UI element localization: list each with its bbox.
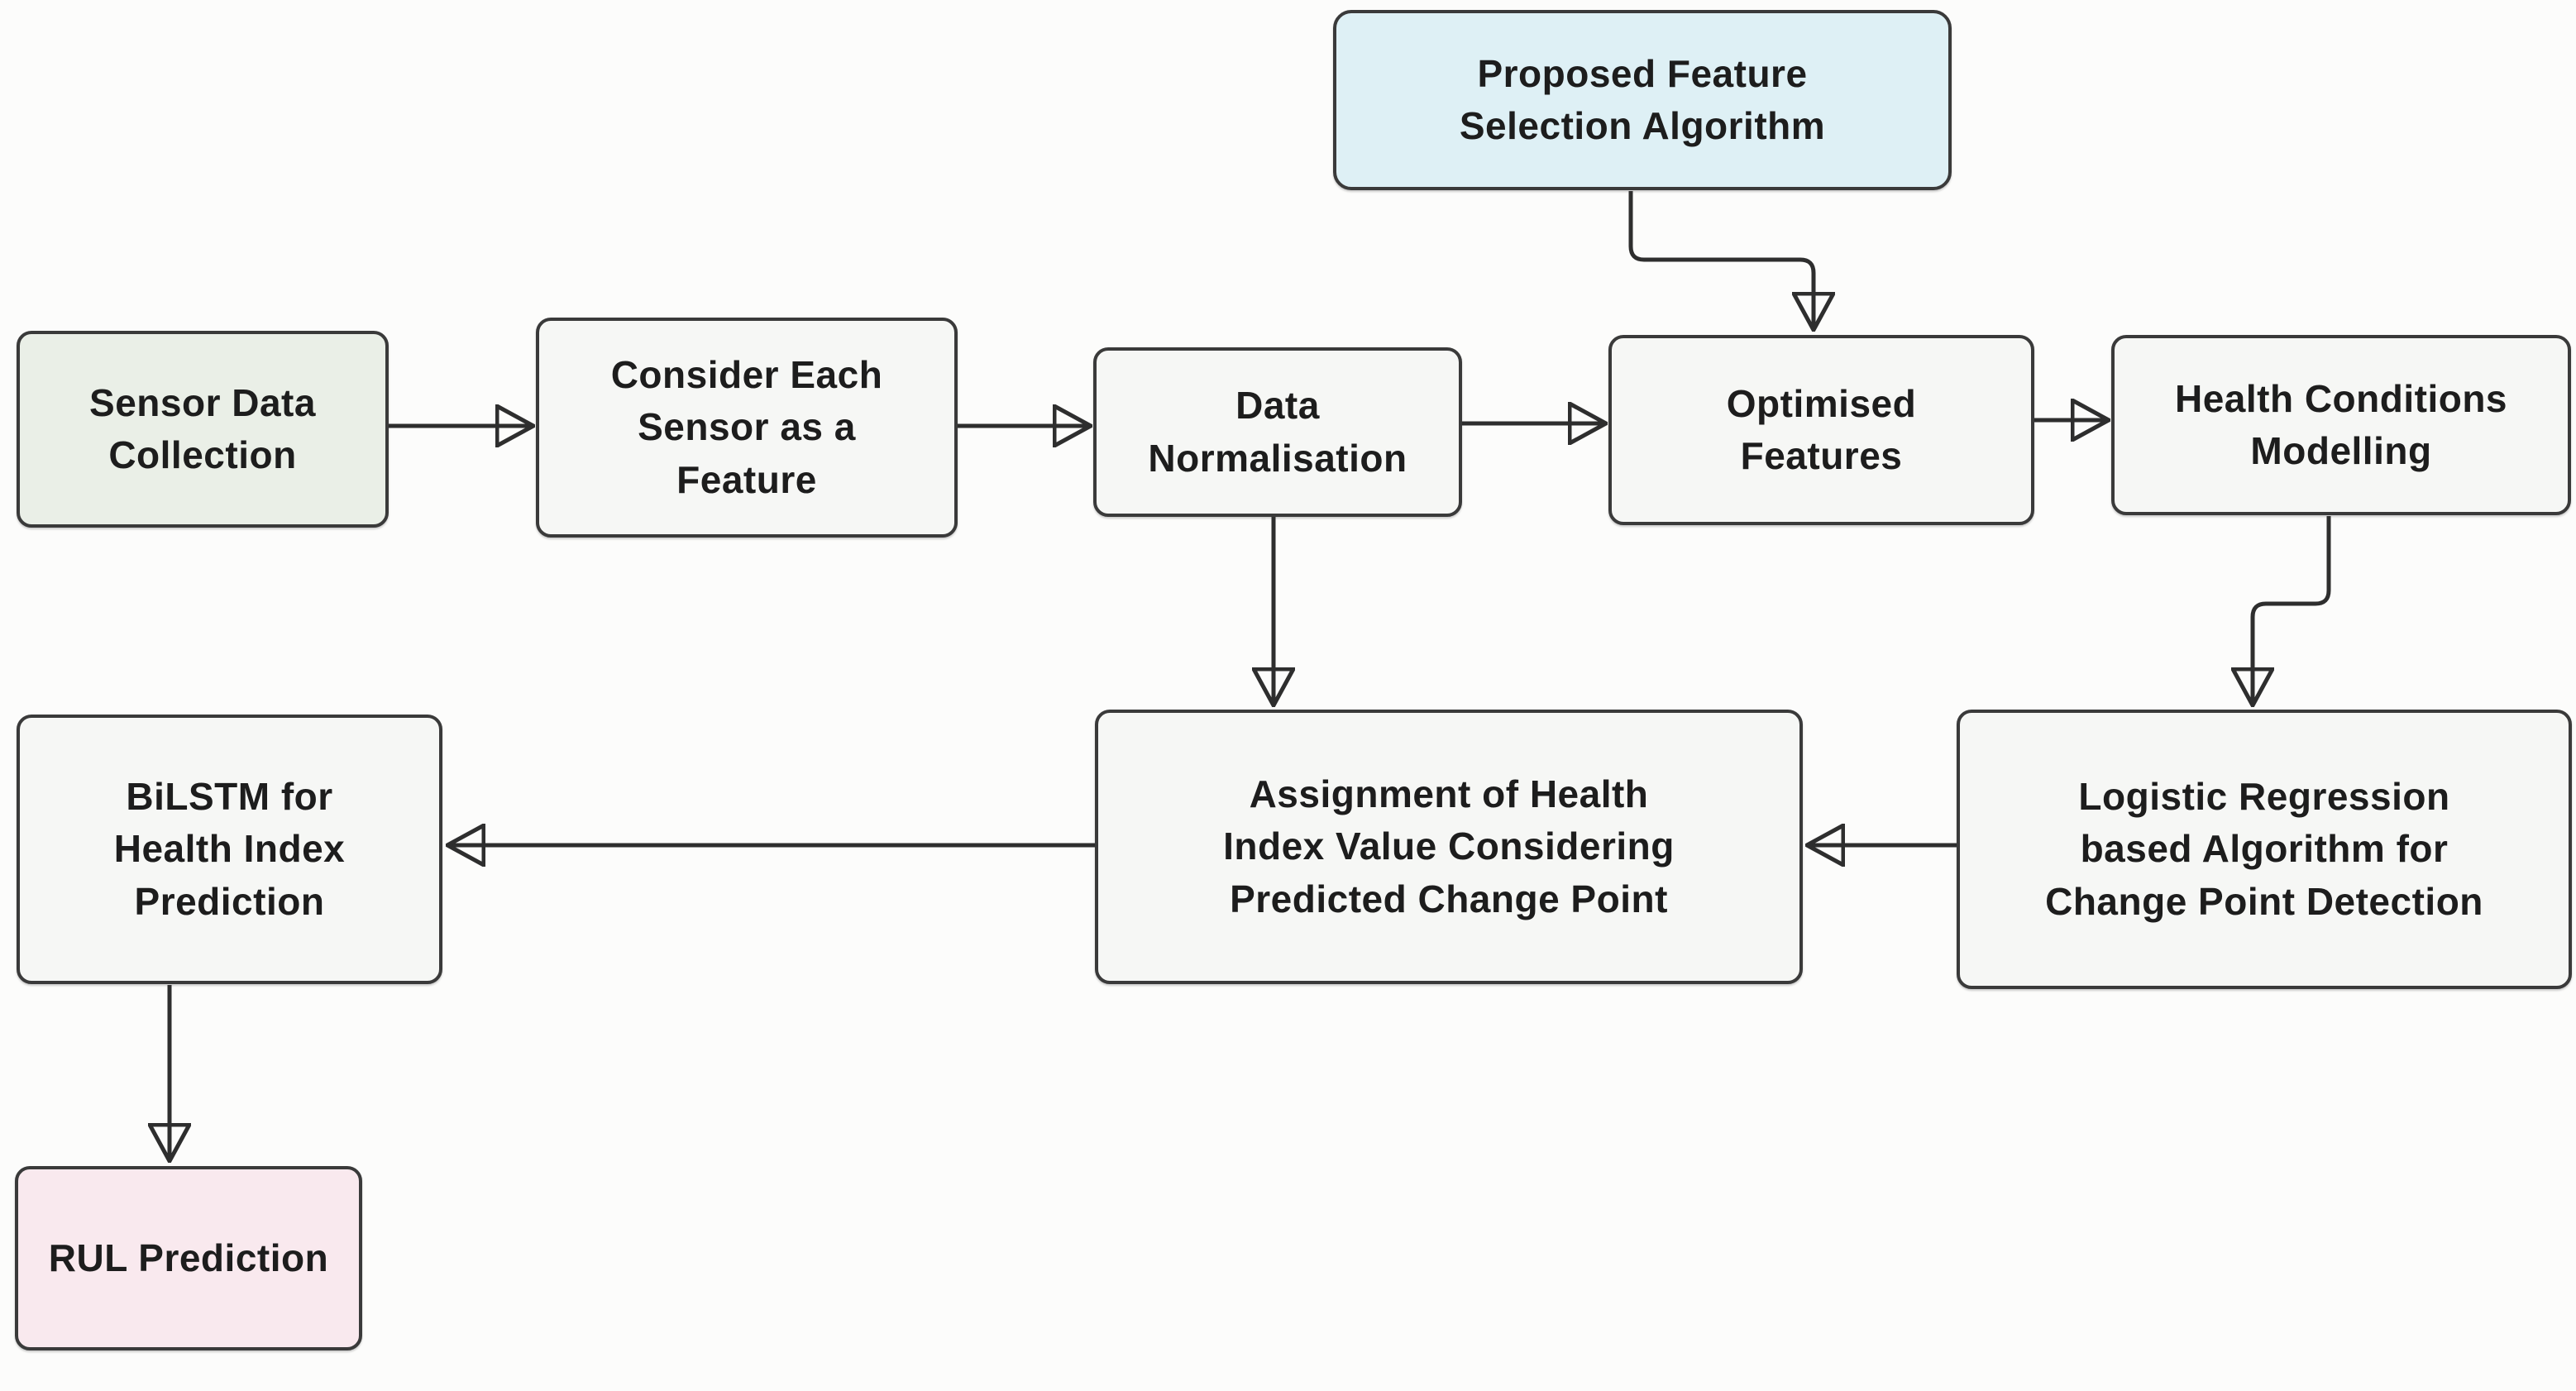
node-consider-each-sensor: Consider Each Sensor as a Feature: [536, 318, 958, 538]
node-rul-prediction: RUL Prediction: [15, 1166, 362, 1350]
arrow-proposed-to-optimised: [1628, 191, 1814, 329]
node-optimised-features: Optimised Features: [1608, 335, 2034, 525]
node-logistic-regression-change-point: Logistic Regression based Algorithm for …: [1957, 710, 2572, 989]
node-label: Proposed Feature Selection Algorithm: [1459, 51, 1826, 147]
node-health-conditions-modelling: Health Conditions Modelling: [2111, 335, 2571, 515]
node-label: Logistic Regression based Algorithm for …: [2045, 774, 2483, 923]
node-sensor-data-collection: Sensor Data Collection: [17, 331, 389, 528]
arrow-health-to-logistic: [2253, 516, 2331, 705]
node-label: BiLSTM for Health Index Prediction: [113, 774, 346, 923]
node-assignment-of-health-index: Assignment of Health Index Value Conside…: [1095, 710, 1803, 984]
node-data-normalisation: Data Normalisation: [1093, 347, 1462, 517]
node-label: Sensor Data Collection: [89, 380, 316, 476]
node-label: Optimised Features: [1726, 381, 1917, 477]
node-label: Assignment of Health Index Value Conside…: [1223, 772, 1675, 920]
node-label: RUL Prediction: [48, 1236, 329, 1279]
node-label: Consider Each Sensor as a Feature: [610, 352, 883, 501]
node-proposed-feature-selection-algorithm: Proposed Feature Selection Algorithm: [1333, 10, 1952, 190]
node-label: Health Conditions Modelling: [2174, 376, 2508, 472]
node-bilstm-health-index-prediction: BiLSTM for Health Index Prediction: [17, 715, 442, 984]
node-label: Data Normalisation: [1148, 384, 1407, 480]
